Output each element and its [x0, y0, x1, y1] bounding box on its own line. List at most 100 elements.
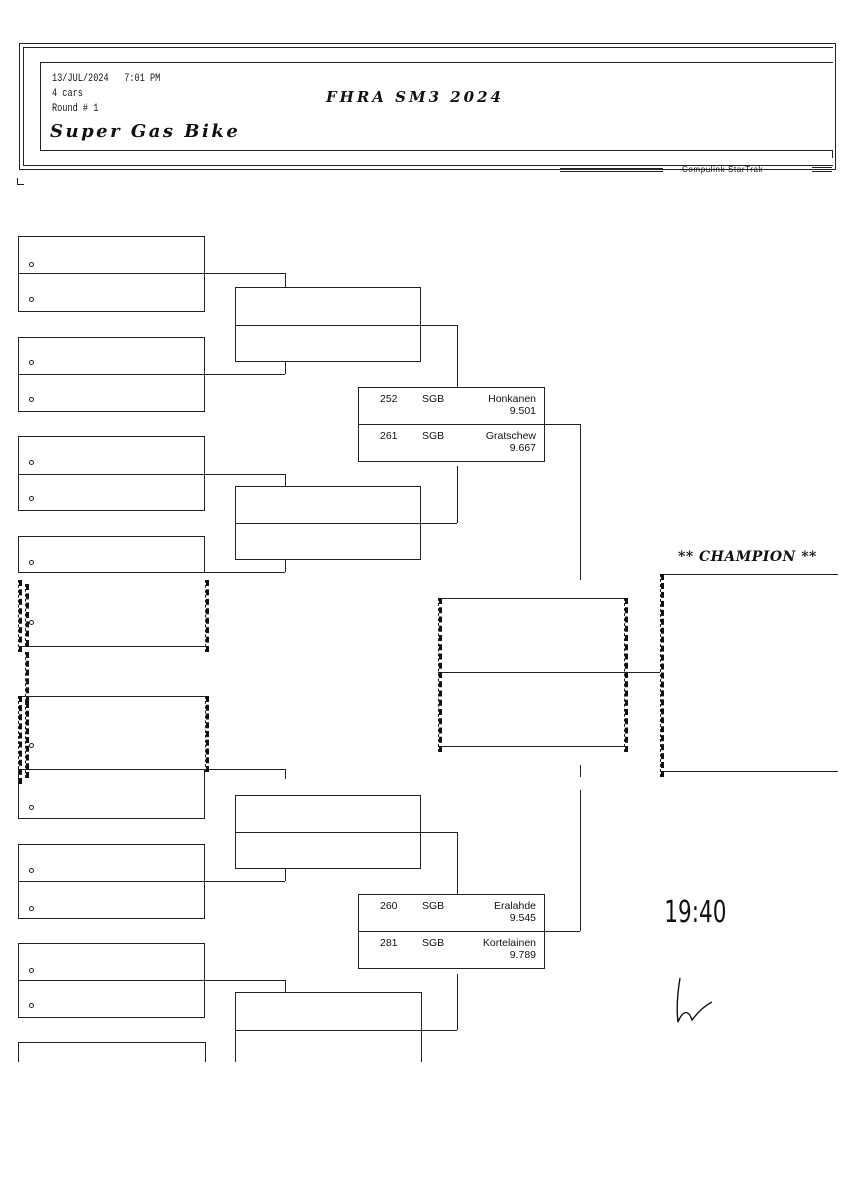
connector [545, 931, 580, 932]
elapsed-time: 9.789 [509, 949, 536, 961]
race-time: 7:01 PM [124, 73, 161, 85]
champion-box-bottom [660, 771, 838, 772]
brand-label: Compulink StarTrak [682, 165, 764, 174]
lane-marker-icon [29, 1003, 34, 1008]
lane-marker-icon [29, 743, 34, 748]
connector [457, 974, 458, 1030]
brand-rule-right-2 [812, 171, 832, 172]
connector [205, 474, 285, 475]
bye2-inner-left [25, 702, 29, 778]
rider-name: Eralahde [493, 900, 536, 912]
champion-box-top [660, 574, 838, 575]
connector [285, 560, 286, 572]
signature-icon [676, 977, 713, 1023]
entry-class: SGB [422, 430, 445, 442]
connector [457, 832, 458, 894]
connector [580, 765, 581, 777]
semifinal-1-lane-1: 252 SGB Honkanen 9.501 [358, 388, 545, 424]
brand-rule-left-2 [560, 171, 663, 172]
round1-pair-3-split [18, 474, 205, 475]
entry-number: 281 [380, 937, 398, 949]
car-count: 4 cars [52, 88, 83, 100]
handwritten-annotation: 19:40 [664, 896, 727, 1023]
connector [205, 980, 285, 981]
round2-pair-2-split [235, 523, 421, 524]
connector [205, 769, 285, 770]
elapsed-time: 9.501 [509, 405, 536, 417]
entry-class: SGB [422, 393, 445, 405]
final-top [438, 598, 624, 599]
round1-pair-4-split [18, 572, 205, 573]
elapsed-time: 9.545 [509, 912, 536, 924]
bye-frame-bottom [18, 646, 205, 647]
connector [285, 980, 286, 992]
rider-name: Honkanen [488, 393, 536, 405]
connector [457, 325, 458, 387]
race-date: 13/JUL/2024 [52, 73, 109, 85]
entry-number: 261 [380, 430, 398, 442]
lane-marker-icon [29, 620, 34, 625]
connector [205, 881, 285, 882]
final-right [624, 598, 628, 752]
round1-pair-5-split [18, 769, 205, 770]
lane-marker-icon [29, 397, 34, 402]
round1-pair-5 [18, 769, 205, 819]
header-inner-frame [40, 62, 833, 151]
final-left [438, 598, 442, 752]
header-middle-frame [23, 47, 833, 166]
semifinal-2-lane-1: 260 SGB Eralahde 9.545 [358, 895, 545, 931]
bye-inner-left [25, 584, 29, 646]
entry-number: 260 [380, 900, 398, 912]
connector [421, 325, 457, 326]
connector [285, 273, 286, 287]
header-meta: 13/JUL/2024 7:01 PM 4 cars Round # 1 [52, 72, 160, 117]
connector [285, 474, 286, 486]
semifinal-1-lane-2: 261 SGB Gratschew 9.667 [358, 425, 545, 461]
entry-number: 252 [380, 393, 398, 405]
entry-class: SGB [422, 937, 445, 949]
lane-marker-icon [29, 496, 34, 501]
round2-pair-4-left [235, 992, 236, 1062]
lane-marker-icon [29, 560, 34, 565]
round1-pair-7-split [18, 980, 205, 981]
round2-pair-1-split [235, 325, 421, 326]
round2-pair-4-split [235, 1030, 421, 1031]
connector [205, 572, 285, 573]
final-bottom [438, 746, 624, 747]
entry-class: SGB [422, 900, 445, 912]
handwritten-time: 19:40 [664, 896, 726, 930]
round1-pair-3 [18, 436, 205, 511]
round1-pair-1 [18, 236, 205, 312]
connector [421, 1030, 457, 1031]
lane-marker-icon [29, 805, 34, 810]
round2-pair-1 [235, 287, 421, 362]
bye-frame-left [18, 580, 22, 652]
round1-pair-2-split [18, 374, 205, 375]
connector [580, 790, 581, 931]
round2-pair-4-right [421, 992, 422, 1062]
champion-box-left [660, 574, 664, 777]
rider-name: Gratschew [485, 430, 536, 442]
elapsed-time: 9.667 [509, 442, 536, 454]
semifinal-2-lane-2: 281 SGB Kortelainen 9.789 [358, 932, 545, 968]
bye-frame-right [205, 580, 209, 652]
round-number: Round # 1 [52, 103, 99, 115]
header-outer-frame [19, 43, 836, 170]
corner-mark [17, 178, 24, 185]
connector [457, 466, 458, 523]
round1-pair-8-right [205, 1042, 206, 1062]
event-title: FHRA SM3 2024 [326, 88, 504, 106]
lane-marker-icon [29, 262, 34, 267]
connector [205, 374, 285, 375]
connector [285, 769, 286, 779]
round1-pair-6-split [18, 881, 205, 882]
brand-rule-left [560, 168, 663, 169]
bye2-frame-right [205, 696, 209, 772]
connector [421, 523, 457, 524]
lane-marker-icon [29, 360, 34, 365]
round1-pair-4 [18, 536, 205, 573]
round2-pair-3-split [235, 832, 421, 833]
connector [624, 672, 660, 673]
bye2-frame-left [18, 696, 22, 784]
round2-pair-4-top [235, 992, 421, 993]
